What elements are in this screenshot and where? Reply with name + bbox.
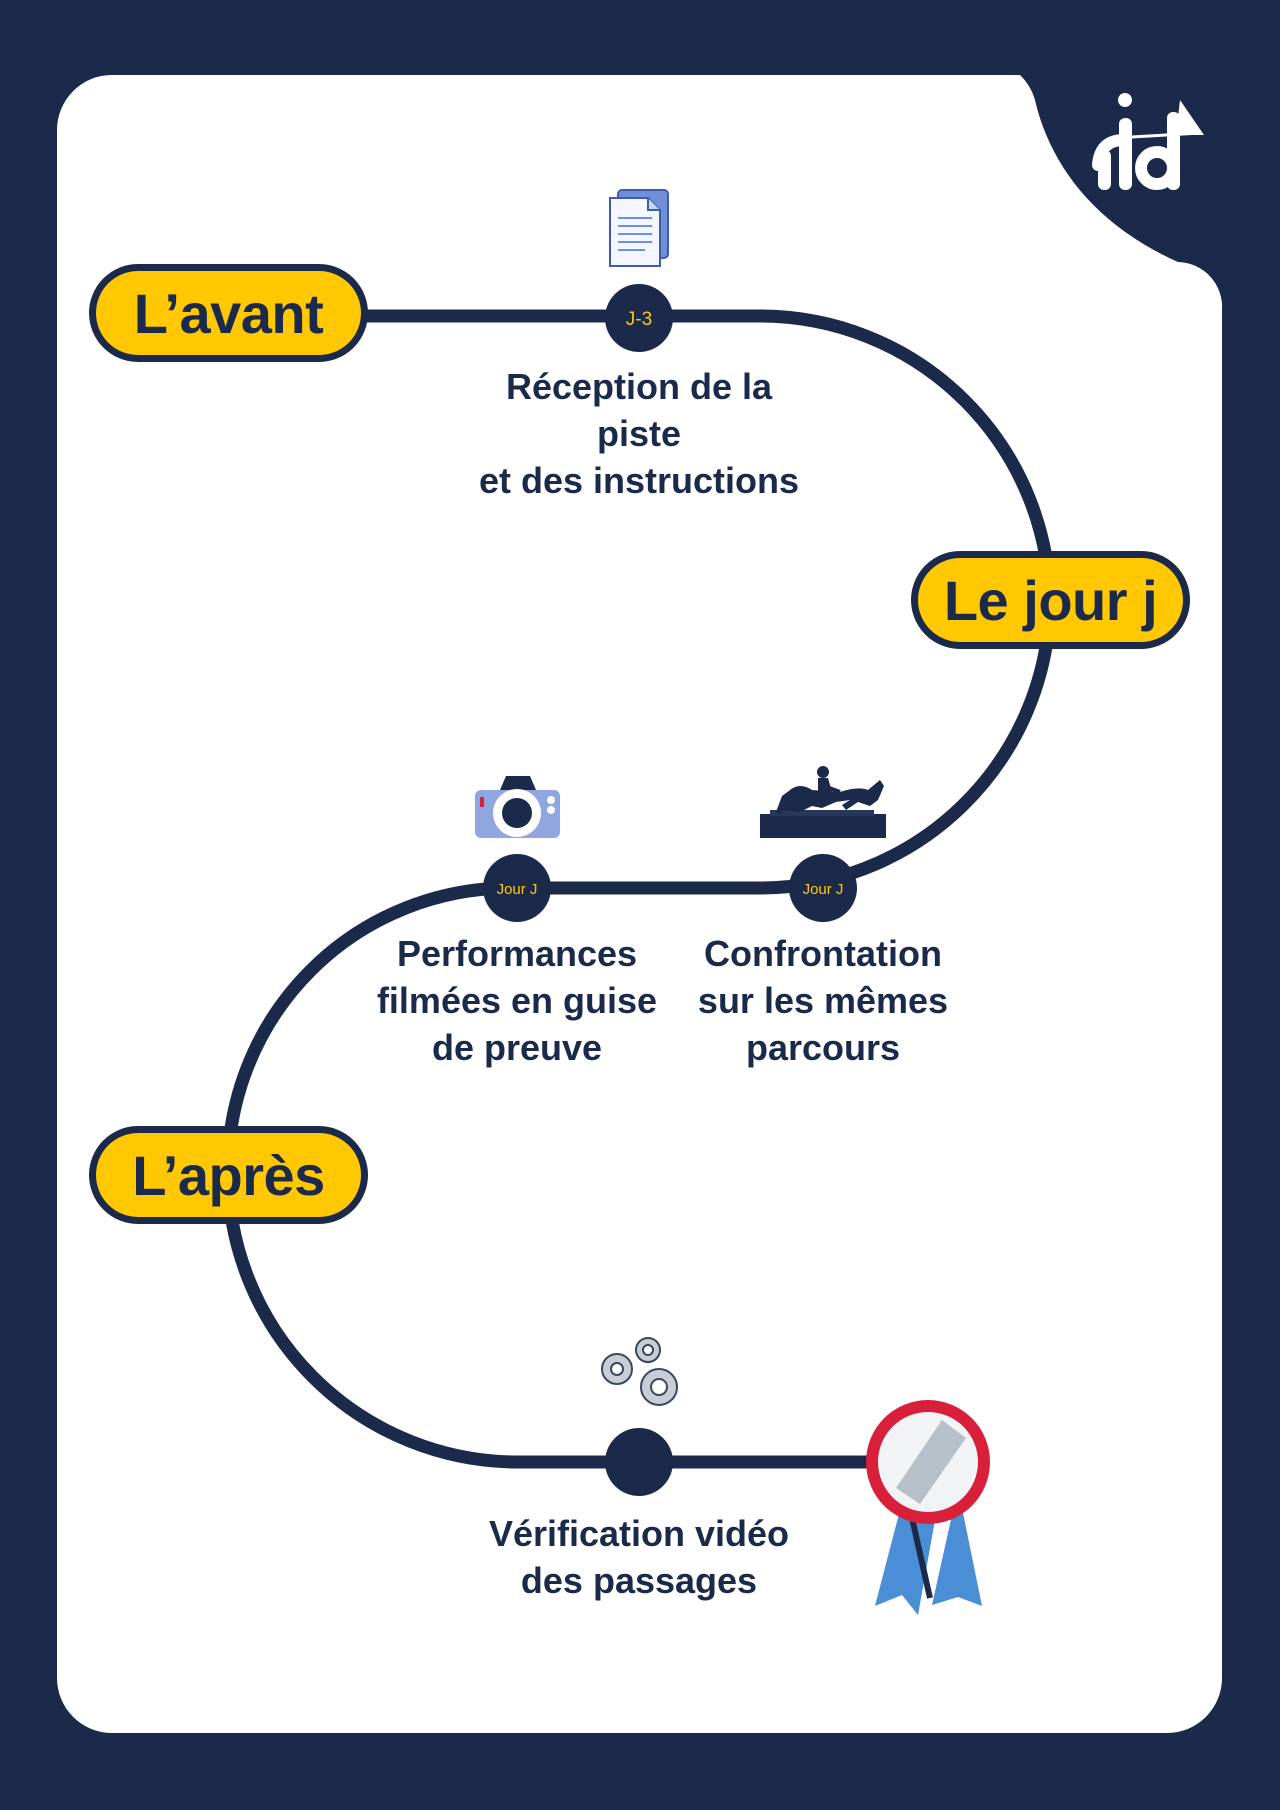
step-text-1: Réception de la piste et des instruction… bbox=[478, 366, 800, 501]
step-node-4 bbox=[605, 1428, 673, 1496]
phase-jour: Le jour j bbox=[911, 551, 1190, 649]
rid-logo bbox=[1092, 93, 1204, 190]
step-badge-2: Jour J bbox=[803, 881, 844, 898]
card-background bbox=[57, 75, 1223, 1733]
phase-apres: L’après bbox=[89, 1126, 368, 1224]
document-icon bbox=[609, 189, 669, 267]
step-text-2: Confrontation sur les mêmes parcours bbox=[697, 933, 949, 1068]
step-badge-3: Jour J bbox=[497, 881, 538, 898]
step-text-3: Performances filmées en guise de preuve bbox=[376, 933, 658, 1068]
gears-icon bbox=[601, 1337, 678, 1406]
step-badge-1: J-3 bbox=[626, 309, 652, 330]
phase-avant: L’avant bbox=[89, 264, 368, 362]
camera-icon bbox=[475, 776, 560, 838]
step-node-2 bbox=[789, 854, 857, 922]
step-node-1 bbox=[605, 284, 673, 352]
timeline-path bbox=[221, 309, 1057, 1469]
show-jumping-horse-icon bbox=[760, 766, 886, 838]
step-node-3 bbox=[483, 854, 551, 922]
step-text-4: Vérification vidéo des passages bbox=[488, 1513, 790, 1601]
award-rosette-icon bbox=[866, 1400, 990, 1615]
